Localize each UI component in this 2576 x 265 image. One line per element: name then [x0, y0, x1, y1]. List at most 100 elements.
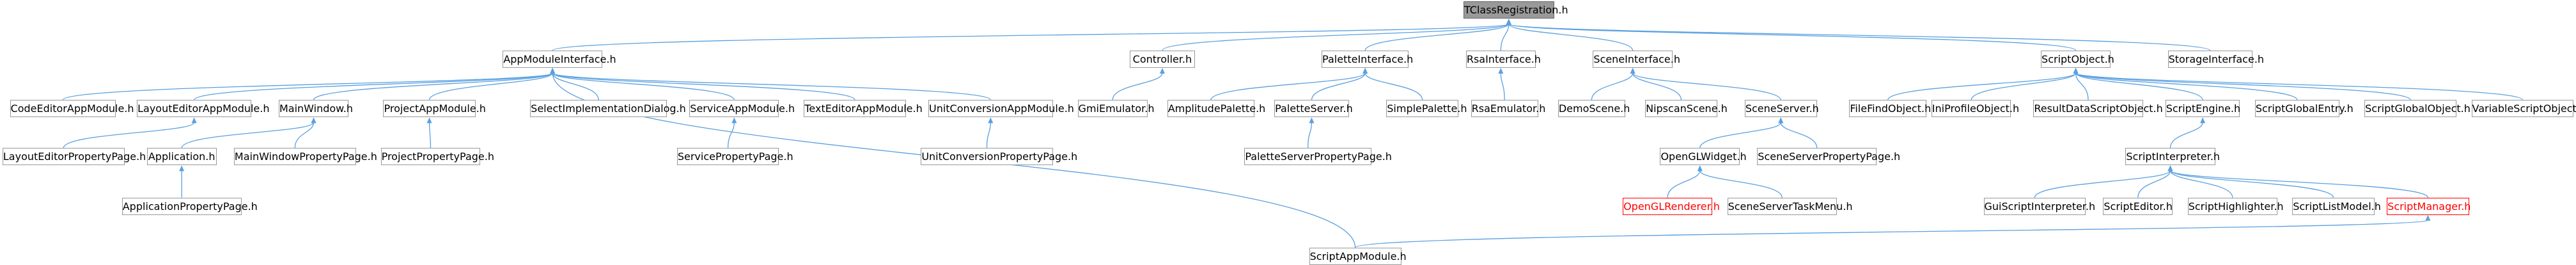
edge-unitconvprop-to-unitconv: [986, 122, 991, 149]
node-mainwindowprop[interactable]: MainWindowPropertyPage.h: [233, 148, 377, 166]
node-selectimpl[interactable]: SelectImplementationDialog.h: [530, 100, 686, 118]
edge-scriptglobalobj-to-scriptobj: [2075, 72, 2411, 100]
edge-scriptlistmodel-to-scriptinterp: [2169, 170, 2334, 198]
node-scriptglobalentry[interactable]: ScriptGlobalEntry.h: [2254, 100, 2354, 118]
node-variablescript[interactable]: VariableScriptObject.h: [2471, 100, 2576, 118]
edge-palette-to-tclass: [1364, 23, 1510, 51]
node-controller[interactable]: Controller.h: [1130, 50, 1195, 68]
node-serviceprop[interactable]: ServicePropertyPage.h: [676, 148, 793, 166]
edge-storage-to-tclass: [1508, 23, 2211, 51]
arrowhead-storage-to-tclass: [1506, 19, 1511, 25]
edge-unitconv-to-appmod: [552, 72, 991, 100]
edge-filefind-to-scriptobj: [1887, 72, 2077, 100]
edge-layouteditor-to-appmod: [193, 72, 553, 100]
edge-openglrenderer-to-openglwidget: [1667, 170, 1701, 198]
edge-scriptobj-to-tclass: [1508, 23, 2077, 51]
node-filefind[interactable]: FileFindObject.h: [1849, 100, 1931, 118]
arrowhead-layoutprop-to-layouteditor: [191, 117, 197, 124]
node-paletteserver[interactable]: PaletteServer.h: [1274, 100, 1353, 118]
arrowhead-sceneserver-to-scene: [1630, 67, 1635, 74]
node-codeeditor[interactable]: CodeEditorAppModule.h: [10, 100, 134, 118]
edge-sceneserver-to-scene: [1632, 72, 1781, 100]
edge-layoutprop-to-layouteditor: [63, 122, 195, 149]
node-scriptmanager[interactable]: ScriptManager.h: [2387, 197, 2471, 215]
arrowhead-gmi-to-controller: [1159, 67, 1165, 74]
node-scriptinterp[interactable]: ScriptInterpreter.h: [2125, 148, 2220, 166]
node-scriptengine[interactable]: ScriptEngine.h: [2165, 100, 2240, 118]
node-appprop[interactable]: ApplicationPropertyPage.h: [121, 197, 258, 215]
edge-projectprop-to-projectapp: [428, 122, 432, 149]
node-projectprop[interactable]: ProjectPropertyPage.h: [380, 148, 494, 166]
node-tclass[interactable]: TClassRegistration.h: [1463, 1, 1568, 19]
node-iniprofile[interactable]: IniProfileObject.h: [1931, 100, 2019, 118]
node-openglwidget[interactable]: OpenGLWidget.h: [1660, 148, 1747, 166]
arrowhead-scriptmanager-to-scriptinterp: [2167, 165, 2173, 172]
arrowhead-projectprop-to-projectapp: [426, 117, 432, 124]
node-demoscene[interactable]: DemoScene.h: [1557, 100, 1630, 118]
node-openglrenderer[interactable]: OpenGLRenderer.h: [1623, 197, 1720, 215]
edge-selectimpl-to-appmod: [552, 72, 599, 100]
node-amplitude[interactable]: AmplitudePalette.h: [1167, 100, 1265, 118]
node-layoutprop[interactable]: LayoutEditorPropertyPage.h: [2, 148, 146, 166]
edge-nipscan-to-scene: [1632, 72, 1682, 100]
edge-appmod-to-tclass: [552, 23, 1510, 51]
node-scripthighlighter[interactable]: ScriptHighlighter.h: [2187, 197, 2284, 215]
node-scriptlistmodel[interactable]: ScriptListModel.h: [2292, 197, 2381, 215]
arrowhead-simplepalette-to-palette: [1362, 67, 1368, 74]
edge-gmi-to-controller: [1112, 72, 1163, 100]
node-application[interactable]: Application.h: [146, 148, 217, 166]
arrowhead-scriptinterp-to-scriptengine: [2200, 117, 2206, 124]
arrowhead-scriptappmodule-to-appmod: [550, 67, 556, 74]
node-guiscript[interactable]: GuiScriptInterpreter.h: [1983, 197, 2095, 215]
edge-amplitude-to-palette: [1210, 72, 1366, 100]
arrowhead-variablescript-to-scriptobj: [2073, 67, 2079, 74]
edge-paletteserver-to-palette: [1311, 72, 1366, 100]
node-serviceapp[interactable]: ServiceAppModule.h: [689, 100, 795, 118]
node-scriptobj[interactable]: ScriptObject.h: [2041, 50, 2114, 68]
edge-iniprofile-to-scriptobj: [1971, 72, 2077, 100]
arrowhead-mainwindowprop-to-mainwindow: [311, 117, 316, 124]
arrowhead-appprop-to-application: [179, 165, 185, 172]
edge-serviceprop-to-serviceapp: [727, 122, 735, 149]
edge-sceneservertask-to-openglwidget: [1699, 170, 1783, 198]
node-rsaemu[interactable]: RsaEmulator.h: [1471, 100, 1545, 118]
edge-scriptglobalentry-to-scriptobj: [2075, 72, 2298, 100]
node-scripteditor[interactable]: ScriptEditor.h: [2103, 197, 2173, 215]
edge-rsa-to-tclass: [1500, 24, 1510, 51]
edge-rsaemu-to-rsa: [1500, 72, 1505, 100]
node-unitconv[interactable]: UnitConversionAppModule.h: [928, 100, 1074, 118]
node-sceneserver[interactable]: SceneServer.h: [1744, 100, 1819, 118]
edge-texteditor-to-appmod: [552, 72, 855, 100]
edge-scripteditor-to-scriptinterp: [2137, 170, 2171, 198]
node-paletteserverprop[interactable]: PaletteServerPropertyPage.h: [1244, 148, 1392, 166]
arrowhead-sceneserverprop-to-sceneserver: [1778, 117, 1784, 124]
node-texteditor[interactable]: TextEditorAppModule.h: [804, 100, 923, 118]
node-nipscan[interactable]: NipscanScene.h: [1645, 100, 1728, 118]
edge-layer: [62, 19, 2523, 248]
node-scriptglobalobj[interactable]: ScriptGlobalObject.h: [2364, 100, 2471, 118]
arrowhead-unitconvprop-to-unitconv: [988, 117, 994, 124]
node-rsa[interactable]: RsaInterface.h: [1465, 50, 1541, 68]
edge-variablescript-to-scriptobj: [2075, 72, 2523, 100]
node-mainwindow[interactable]: MainWindow.h: [278, 100, 353, 118]
node-layouteditor[interactable]: LayoutEditorAppModule.h: [137, 100, 270, 118]
edge-controller-to-tclass: [1162, 23, 1510, 51]
node-scene[interactable]: SceneInterface.h: [1593, 50, 1680, 68]
node-projectapp[interactable]: ProjectAppModule.h: [383, 100, 486, 118]
node-scriptappmodule[interactable]: ScriptAppModule.h: [1309, 247, 1407, 265]
node-sceneservertask[interactable]: SceneServerTaskMenu.h: [1727, 197, 1853, 215]
node-storage[interactable]: StorageInterface.h: [2167, 50, 2264, 68]
node-gmi[interactable]: GmiEmulator.h: [1077, 100, 1154, 118]
edge-codeeditor-to-appmod: [62, 72, 553, 100]
node-appmod[interactable]: AppModuleInterface.h: [503, 50, 616, 68]
node-simplepalette[interactable]: SimplePalette.h: [1386, 100, 1467, 118]
edge-demoscene-to-scene: [1591, 72, 1634, 100]
edge-mainwindowprop-to-mainwindow: [294, 122, 315, 149]
node-palette[interactable]: PaletteInterface.h: [1322, 50, 1413, 68]
node-resultdata[interactable]: ResultDataScriptObject.h: [2033, 100, 2163, 118]
arrowhead-serviceprop-to-serviceapp: [731, 117, 737, 124]
edge-application-to-mainwindow: [181, 122, 315, 149]
node-sceneserverprop[interactable]: SceneServerPropertyPage.h: [1757, 148, 1900, 166]
node-unitconvprop[interactable]: UnitConversionPropertyPage.h: [921, 148, 1077, 166]
